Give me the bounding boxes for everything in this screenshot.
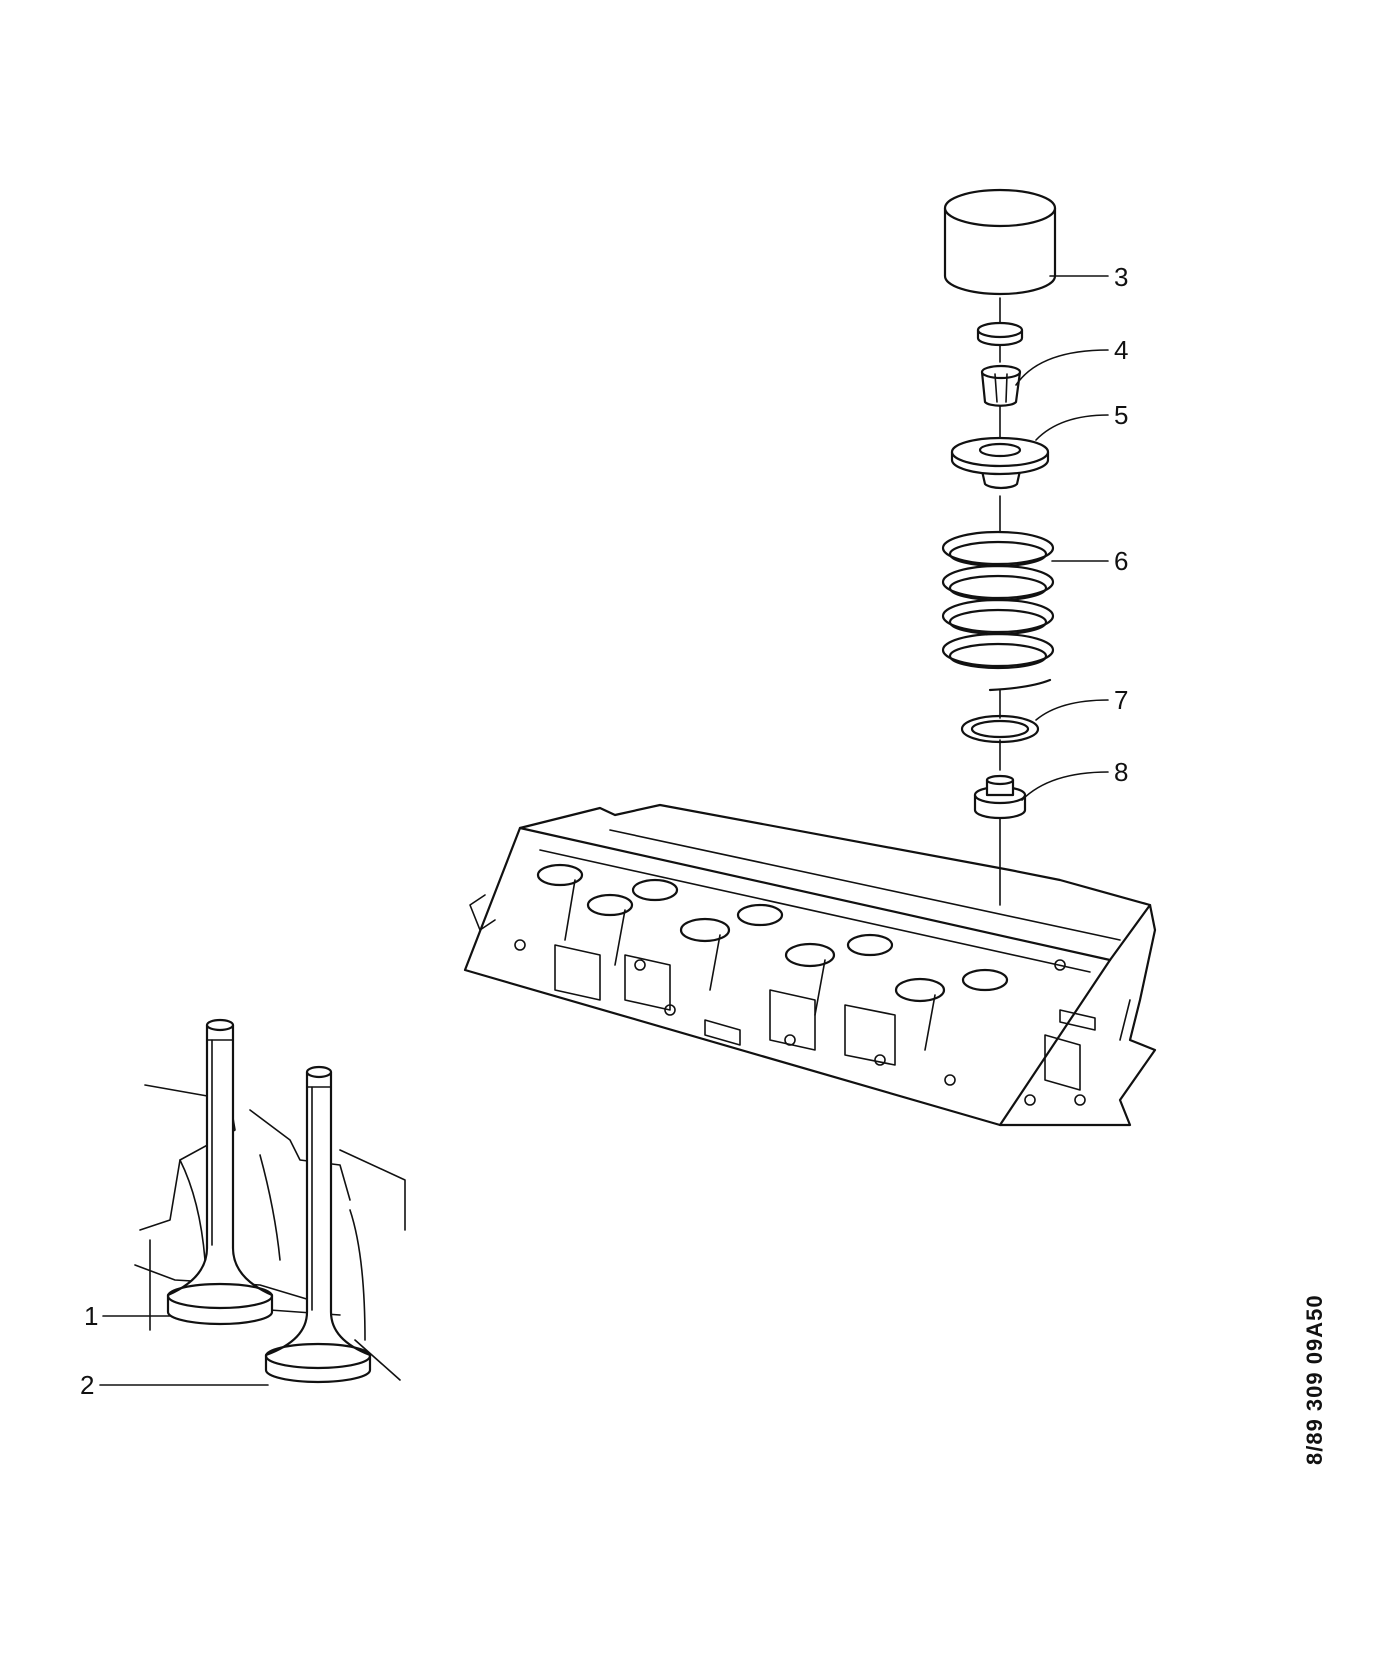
cylinder-head [463,803,1157,1127]
valve-inset [134,1018,406,1384]
part-6-valve-spring [941,530,1055,692]
callout-8: 8 [1114,757,1128,787]
callout-4: 4 [1114,335,1128,365]
tappet-shim [976,321,1024,347]
callout-labels: 3 4 5 6 7 8 1 2 [80,262,1128,1400]
part-1-inlet-valve [166,1018,274,1326]
callout-5: 5 [1114,400,1128,430]
part-7-spring-seat [960,714,1040,744]
callout-7: 7 [1114,685,1128,715]
part-3-tappet [943,188,1057,296]
leader-lines [99,275,1109,1386]
callout-1: 1 [84,1301,98,1331]
part-2-exhaust-valve [264,1065,372,1384]
part-4-collets [980,364,1022,407]
callout-2: 2 [80,1370,94,1400]
reference-code: 8/89 309 09A50 [1302,1294,1327,1465]
callout-3: 3 [1114,262,1128,292]
callout-6: 6 [1114,546,1128,576]
part-8-stem-seal [973,774,1027,820]
part-5-spring-retainer [950,436,1050,490]
